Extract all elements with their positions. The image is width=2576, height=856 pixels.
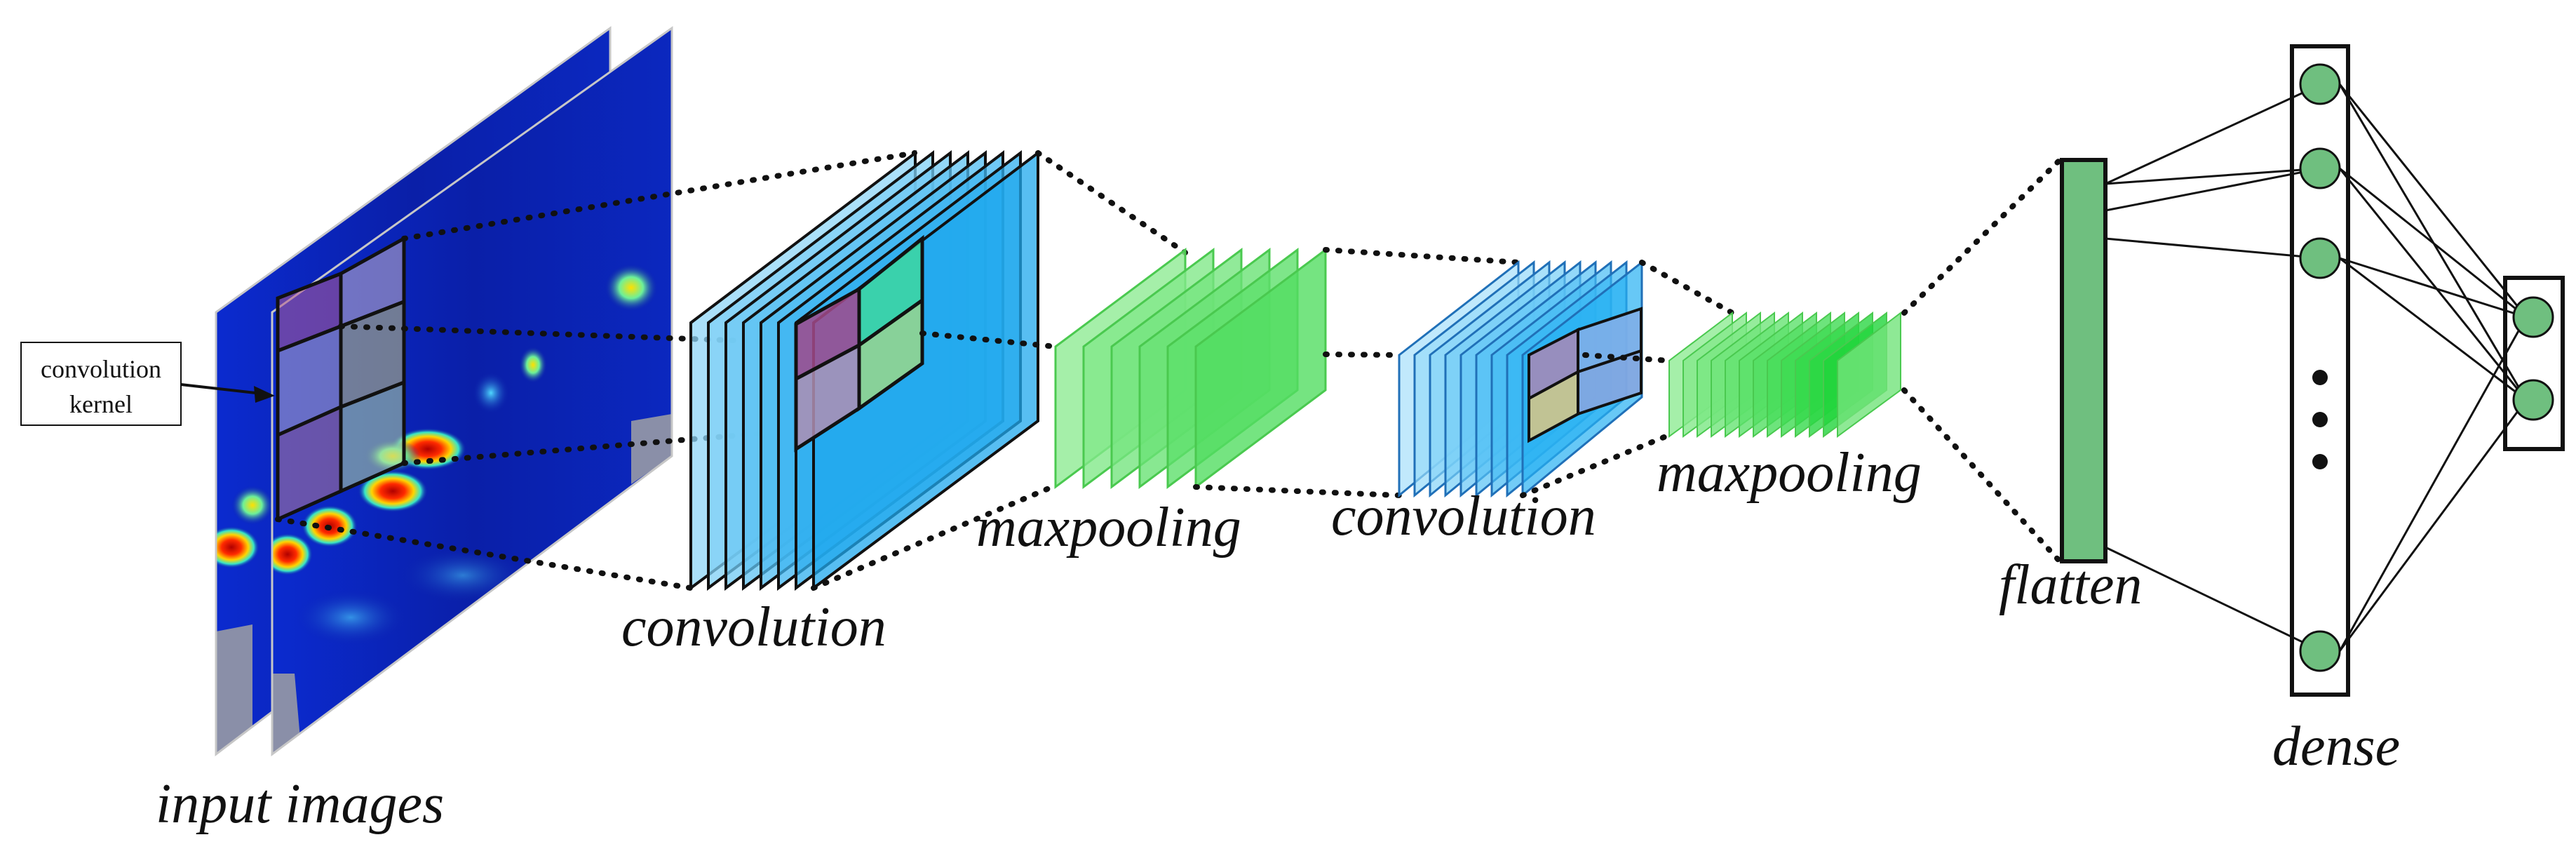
- connector-pool2-flatten: [1901, 159, 2061, 563]
- connector-conv2-pool2: [1520, 260, 1735, 498]
- kernel-callout-arrow: [180, 383, 269, 396]
- conv1-kernel-grid: [794, 234, 924, 453]
- dense-neuron: [2299, 237, 2341, 279]
- conv1-feature-maps: [689, 149, 1039, 591]
- dense-neuron: [2299, 147, 2341, 189]
- output-neuron: [2512, 296, 2554, 338]
- label-flatten: flatten: [1999, 554, 2142, 616]
- kernel-callout: convolution kernel: [20, 342, 275, 426]
- dense-connections: [2105, 83, 2322, 653]
- output-neurons: [2512, 296, 2554, 421]
- kernel-callout-line1: convolution: [41, 355, 161, 383]
- input-images-stack: [215, 26, 673, 757]
- dense-layer-box: [2290, 44, 2350, 697]
- kernel-callout-box: [20, 342, 182, 426]
- input-kernel-grid: [276, 235, 406, 522]
- dense-neuron: [2299, 63, 2341, 105]
- flatten-layer: [2060, 158, 2108, 563]
- label-pool2: maxpooling: [1657, 442, 1922, 504]
- dense-neurons: [2299, 63, 2341, 672]
- kernel-callout-line2: kernel: [69, 390, 133, 418]
- pool2-feature-maps: [1668, 311, 1901, 438]
- connector-conv1-pool1: [811, 150, 1188, 591]
- output-neuron: [2512, 379, 2554, 421]
- conv2-feature-maps: [1398, 260, 1643, 498]
- label-conv2: convolution: [1331, 486, 1596, 547]
- label-dense: dense: [2272, 716, 2400, 777]
- label-input-images: input images: [156, 773, 444, 835]
- label-pool1: maxpooling: [976, 497, 1241, 559]
- output-connections: [2338, 83, 2528, 652]
- arrow-head-icon: [254, 386, 275, 403]
- connector-pool1-conv2: [1193, 247, 1521, 498]
- label-conv1: convolution: [621, 596, 886, 658]
- dense-neuron: [2299, 630, 2341, 672]
- dense-ellipsis: [2312, 370, 2328, 469]
- output-layer-box: [2503, 276, 2565, 451]
- pool1-feature-maps: [1054, 248, 1327, 489]
